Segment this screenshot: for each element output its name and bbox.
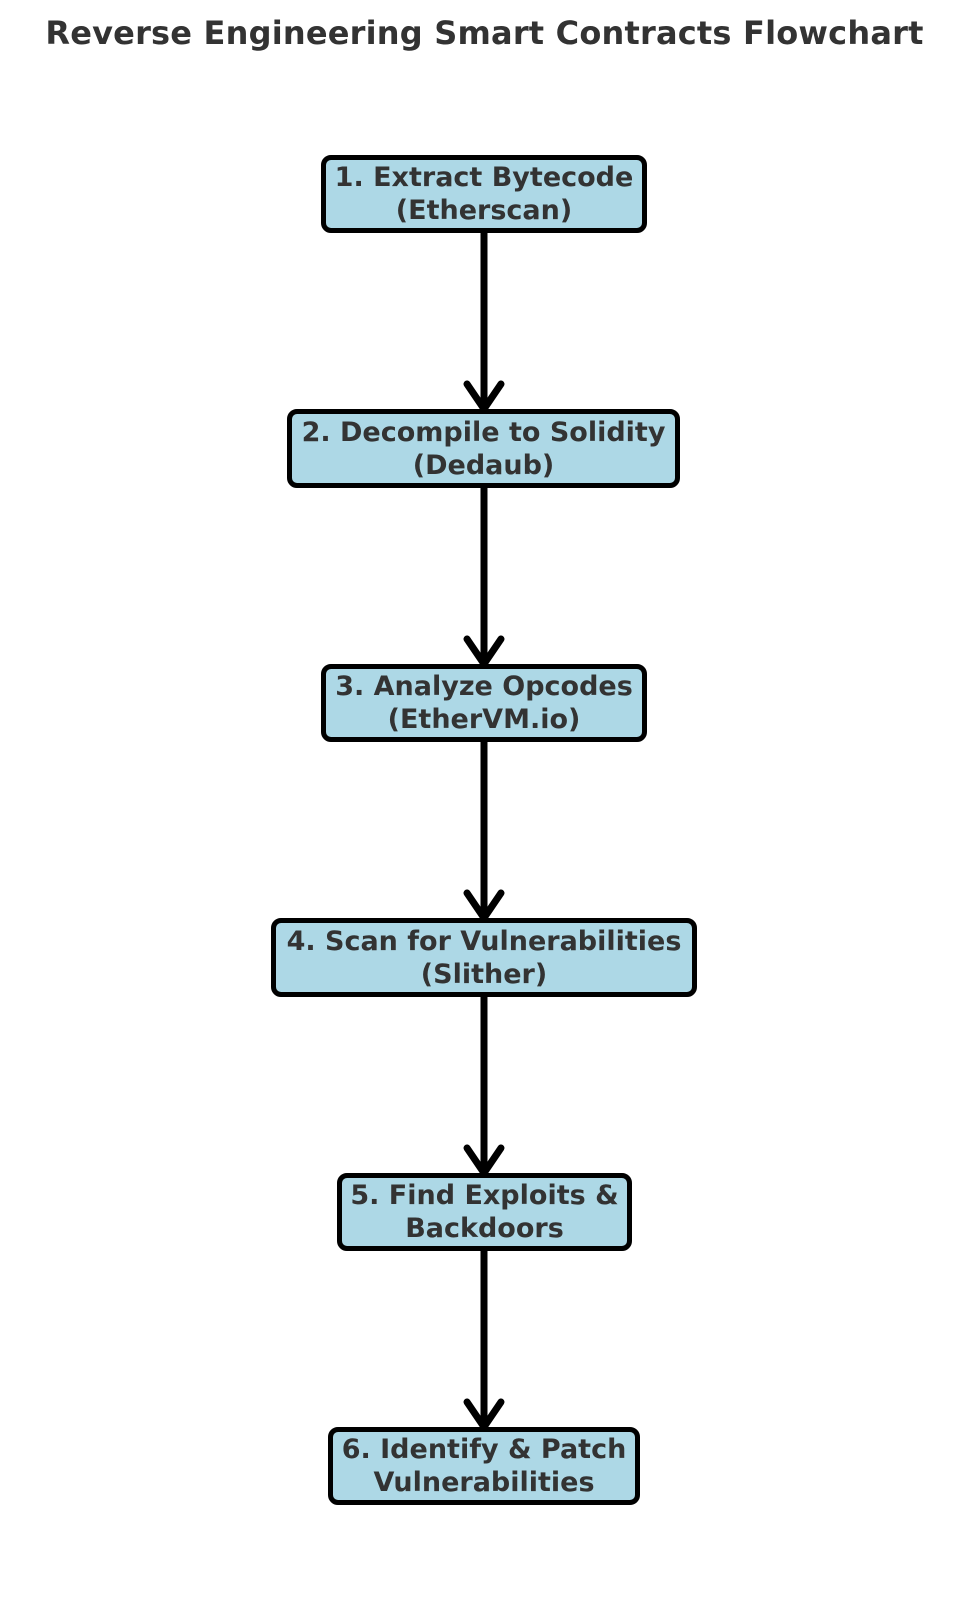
- arrow-5-to-6: [463, 1246, 505, 1431]
- arrow-3-to-4: [463, 737, 505, 922]
- step-1-line1: 1. Extract Bytecode: [334, 162, 634, 193]
- step-2-line2: (Dedaub): [412, 449, 555, 481]
- step-3-analyze-opcodes: 3. Analyze Opcodes (EtherVM.io): [321, 664, 647, 742]
- step-3-line1: 3. Analyze Opcodes: [335, 671, 633, 702]
- step-6-line2: Vulnerabilities: [373, 1467, 595, 1498]
- step-4-scan-vulnerabilities: 4. Scan for Vulnerabilities (Slither): [271, 918, 697, 997]
- step-6-line1: 6. Identify & Patch: [341, 1434, 627, 1465]
- step-1-line2: (Etherscan): [395, 195, 573, 226]
- step-5-line2: Backdoors: [405, 1213, 564, 1244]
- step-4-line1: 4. Scan for Vulnerabilities: [286, 925, 682, 957]
- step-2-decompile: 2. Decompile to Solidity (Dedaub): [287, 409, 680, 488]
- step-5-find-exploits: 5. Find Exploits & Backdoors: [337, 1173, 632, 1251]
- diagram-title: Reverse Engineering Smart Contracts Flow…: [45, 14, 924, 52]
- arrow-4-to-5: [463, 992, 505, 1177]
- arrow-2-to-3: [463, 483, 505, 668]
- step-4-line2: (Slither): [420, 958, 548, 990]
- step-5-line1: 5. Find Exploits &: [350, 1180, 619, 1211]
- step-3-line2: (EtherVM.io): [387, 704, 581, 735]
- step-6-identify-patch: 6. Identify & Patch Vulnerabilities: [328, 1427, 640, 1505]
- step-2-line1: 2. Decompile to Solidity: [301, 416, 666, 448]
- arrow-1-to-2: [463, 228, 505, 413]
- step-1-extract-bytecode: 1. Extract Bytecode (Etherscan): [321, 155, 647, 233]
